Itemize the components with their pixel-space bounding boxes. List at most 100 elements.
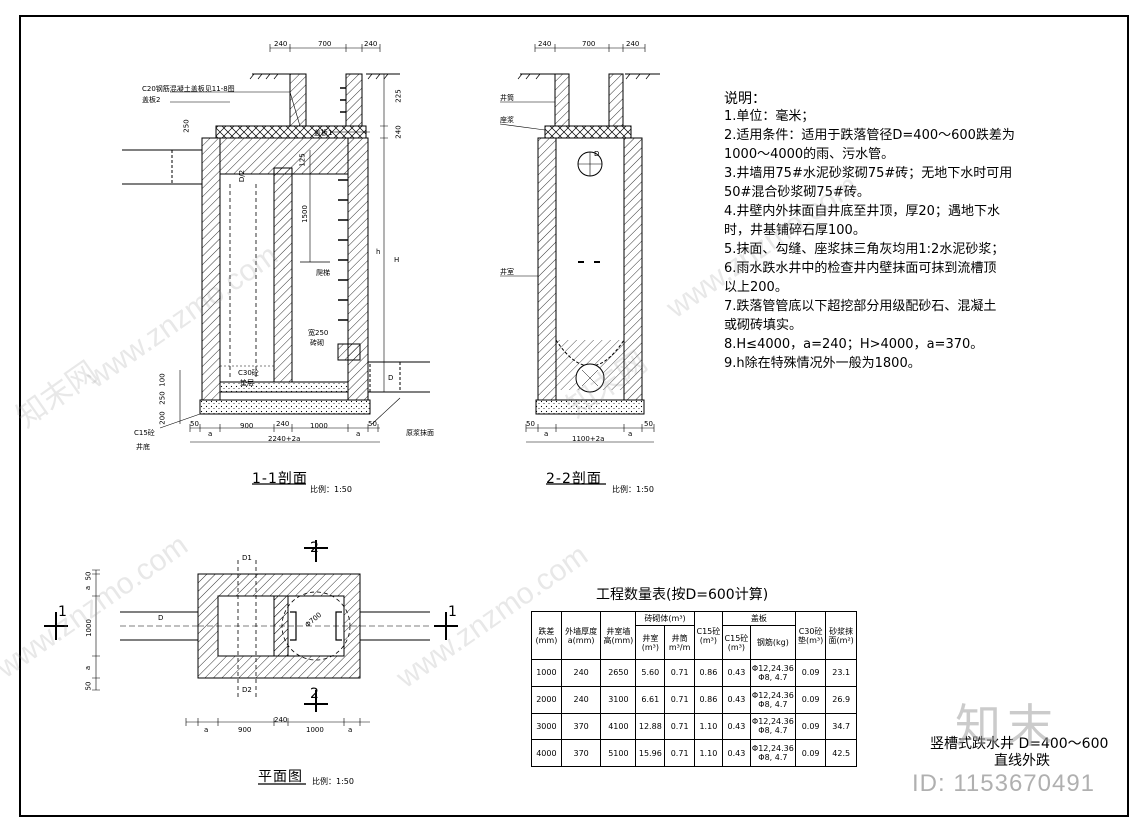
steel-line-1: Φ12,24.36 bbox=[751, 717, 794, 727]
sec1-top-dim-3: 240 bbox=[364, 40, 378, 48]
table-header: 钢筋(kg) bbox=[749, 625, 796, 660]
sec2-bottom-dim-a2: a bbox=[628, 430, 633, 438]
table-row: 4000 370 5100 15.96 0.71 1.10 0.43 Φ12,2… bbox=[531, 739, 857, 767]
sec1-vdim-125: 125 bbox=[298, 153, 307, 167]
steel-line-2: Φ8, 4.7 bbox=[758, 699, 788, 709]
note-line: 或砌砖填实。 bbox=[724, 318, 803, 333]
steel-line-1: Φ12,24.36 bbox=[751, 744, 794, 754]
sec2-scale: 比例：1:50 bbox=[612, 485, 654, 494]
quantity-table-title: 工程数量表(按D=600计算) bbox=[596, 587, 769, 603]
plan-scale: 比例：1:50 bbox=[312, 777, 354, 786]
sec1-total-dim: 2240+2a bbox=[268, 435, 301, 443]
table-cell: 0.43 bbox=[721, 712, 751, 741]
table-cell: 370 bbox=[560, 739, 602, 767]
table-header: 砂浆抹面(m²) bbox=[825, 611, 857, 660]
sec1-plaster-label: 原浆抹面 bbox=[406, 429, 434, 437]
table-cell: 12.88 bbox=[635, 712, 666, 741]
sec1-c15-label: C15砼 bbox=[134, 429, 155, 437]
table-cell: 5100 bbox=[600, 739, 637, 767]
table-header: 外墙厚度a(mm) bbox=[560, 611, 602, 660]
note-line: 1000～4000的雨、污水管。 bbox=[724, 147, 895, 162]
steel-line-1: Φ12,24.36 bbox=[751, 690, 794, 700]
sec2-bottom-dim-50b: 50 bbox=[644, 420, 653, 428]
table-cell: 1.10 bbox=[693, 739, 723, 767]
sec2-top-dim-2: 700 bbox=[582, 40, 596, 48]
table-cell: 0.71 bbox=[664, 685, 695, 714]
table-header: 井筒m³/m bbox=[664, 625, 695, 660]
table-cell: 370 bbox=[560, 712, 602, 741]
table-cell: 42.5 bbox=[825, 739, 857, 767]
sec1-vdim-225: 225 bbox=[394, 89, 403, 103]
table-cell: 0.09 bbox=[794, 659, 827, 687]
table-header: 井室(m³) bbox=[635, 625, 666, 660]
table-cell: 6.61 bbox=[635, 685, 666, 714]
plan-title: 平面图 bbox=[258, 769, 303, 785]
plan-bottom-dim-1000: 1000 bbox=[306, 726, 324, 734]
plan-marker-2-bottom: 2 bbox=[310, 686, 319, 702]
table-cell: 1000 bbox=[531, 659, 562, 687]
table-header: 盖板 bbox=[721, 611, 796, 626]
sec1-c30-label: C30砼 bbox=[238, 369, 259, 377]
drawing-title-line2: 直线外跌 bbox=[994, 753, 1050, 769]
sec1-bottom-dim-240: 240 bbox=[276, 420, 290, 428]
section-1-1-drawing bbox=[122, 44, 430, 443]
table-cell: 26.9 bbox=[825, 685, 857, 714]
plan-d2-label: D2 bbox=[242, 686, 252, 694]
plan-d-label: D bbox=[158, 614, 164, 622]
table-cell: 0.71 bbox=[664, 739, 695, 767]
sec2-top-dim-1: 240 bbox=[538, 40, 552, 48]
steel-line-2: Φ8, 4.7 bbox=[758, 726, 788, 736]
plan-bottom-dim-a1: a bbox=[204, 726, 209, 734]
plan-marker-1-right: 1 bbox=[448, 604, 457, 620]
plan-bottom-dim-240: 240 bbox=[274, 716, 288, 724]
sec1-top-dim-2: 700 bbox=[318, 40, 332, 48]
steel-line-2: Φ8, 4.7 bbox=[758, 672, 788, 682]
table-cell: 0.71 bbox=[664, 659, 695, 687]
plan-d1-label: D1 bbox=[242, 554, 252, 562]
table-cell: 4000 bbox=[531, 739, 562, 767]
sec1-ladder-label: 爬梯 bbox=[316, 269, 330, 277]
table-row: 3000 370 4100 12.88 0.71 1.10 0.43 Φ12,2… bbox=[531, 712, 857, 741]
plan-bottom-dim-900: 900 bbox=[238, 726, 252, 734]
table-row: 1000 240 2650 5.60 0.71 0.86 0.43 Φ12,24… bbox=[531, 659, 857, 687]
notes-title: 说明： bbox=[724, 91, 766, 107]
sec1-cover-slab-label: C20钢筋混凝土盖板见11-8图 bbox=[142, 85, 235, 93]
table-header: 井室墙高(mm) bbox=[600, 611, 637, 660]
table-header: 砖砌体(m³) bbox=[635, 611, 695, 626]
sec1-slab2-label: 盖板2 bbox=[142, 96, 161, 104]
sec2-bottom-dim-50a: 50 bbox=[526, 420, 535, 428]
note-line: 1.单位：毫米； bbox=[724, 109, 815, 124]
table-cell: 23.1 bbox=[825, 659, 857, 687]
sec2-seat-label: 座浆 bbox=[500, 116, 514, 124]
sec2-title: 2-2剖面 bbox=[546, 471, 602, 487]
table-cell: 240 bbox=[560, 659, 602, 687]
drawing-title: 竖槽式跌水井 D=400～600 直线外跌 bbox=[930, 736, 1108, 770]
steel-line-2: Φ8, 4.7 bbox=[758, 753, 788, 763]
note-line: 6.雨水跌水井中的检查井内壁抹面可抹到流槽顶 bbox=[724, 261, 997, 276]
watermark-logo: 知末 bbox=[955, 699, 1059, 753]
note-line: 50#混合砂浆砌75#砖。 bbox=[724, 185, 870, 200]
sec1-bottom-dim-a2: a bbox=[356, 430, 361, 438]
table-header: C15砼(m³) bbox=[693, 611, 723, 660]
sec1-bottom-dim-50b: 50 bbox=[368, 420, 377, 428]
plan-left-dim-50a: 50 bbox=[84, 571, 93, 581]
sec1-top-dim-1: 240 bbox=[274, 40, 288, 48]
table-cell: 0.86 bbox=[693, 659, 723, 687]
note-line: 8.H≤4000，a=240；H>4000，a=370。 bbox=[724, 337, 984, 352]
sec1-pipe-d2-label: D/2 bbox=[238, 169, 247, 183]
table-cell: 0.09 bbox=[794, 739, 827, 767]
plan-marker-2-top: 2 bbox=[310, 540, 319, 556]
note-line: 9.h除在特殊情况外一般为1800。 bbox=[724, 356, 921, 371]
sec1-vdim-200: 200 bbox=[158, 411, 167, 425]
note-line: 时，井基铺碎石厚100。 bbox=[724, 223, 866, 238]
sec1-vdim-240: 240 bbox=[394, 125, 403, 139]
table-cell: 2650 bbox=[600, 659, 637, 687]
sec2-total-dim: 1100+2a bbox=[572, 435, 605, 443]
note-line: 7.跌落管管底以下超挖部分用级配砂石、混凝土 bbox=[724, 299, 997, 314]
table-header: C30砼垫(m³) bbox=[794, 611, 827, 660]
table-cell: 1.10 bbox=[693, 712, 723, 741]
